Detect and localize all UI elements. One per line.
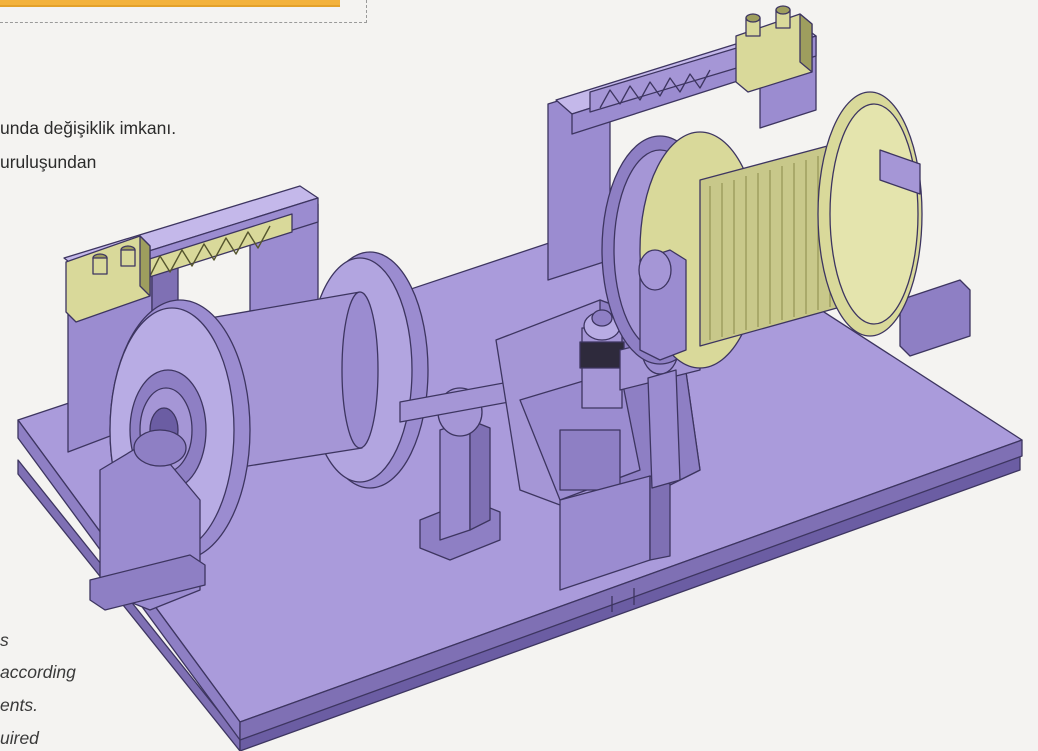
right-spooling-assembly xyxy=(547,5,971,357)
right-cable-drum xyxy=(601,91,923,369)
turkish-text-line-2: uruluşundan xyxy=(0,152,97,172)
callout-frame xyxy=(0,0,367,23)
turkish-text-line-1: unda değişiklik imkanı. xyxy=(0,118,177,138)
orange-header-strip xyxy=(0,0,340,7)
english-text-line-4: uired xyxy=(0,728,39,748)
english-text-line-2: according xyxy=(0,662,76,682)
english-text-line-3: ents. xyxy=(0,695,38,715)
left-winch-drum xyxy=(89,251,429,611)
english-text-line-1: s xyxy=(0,630,9,650)
